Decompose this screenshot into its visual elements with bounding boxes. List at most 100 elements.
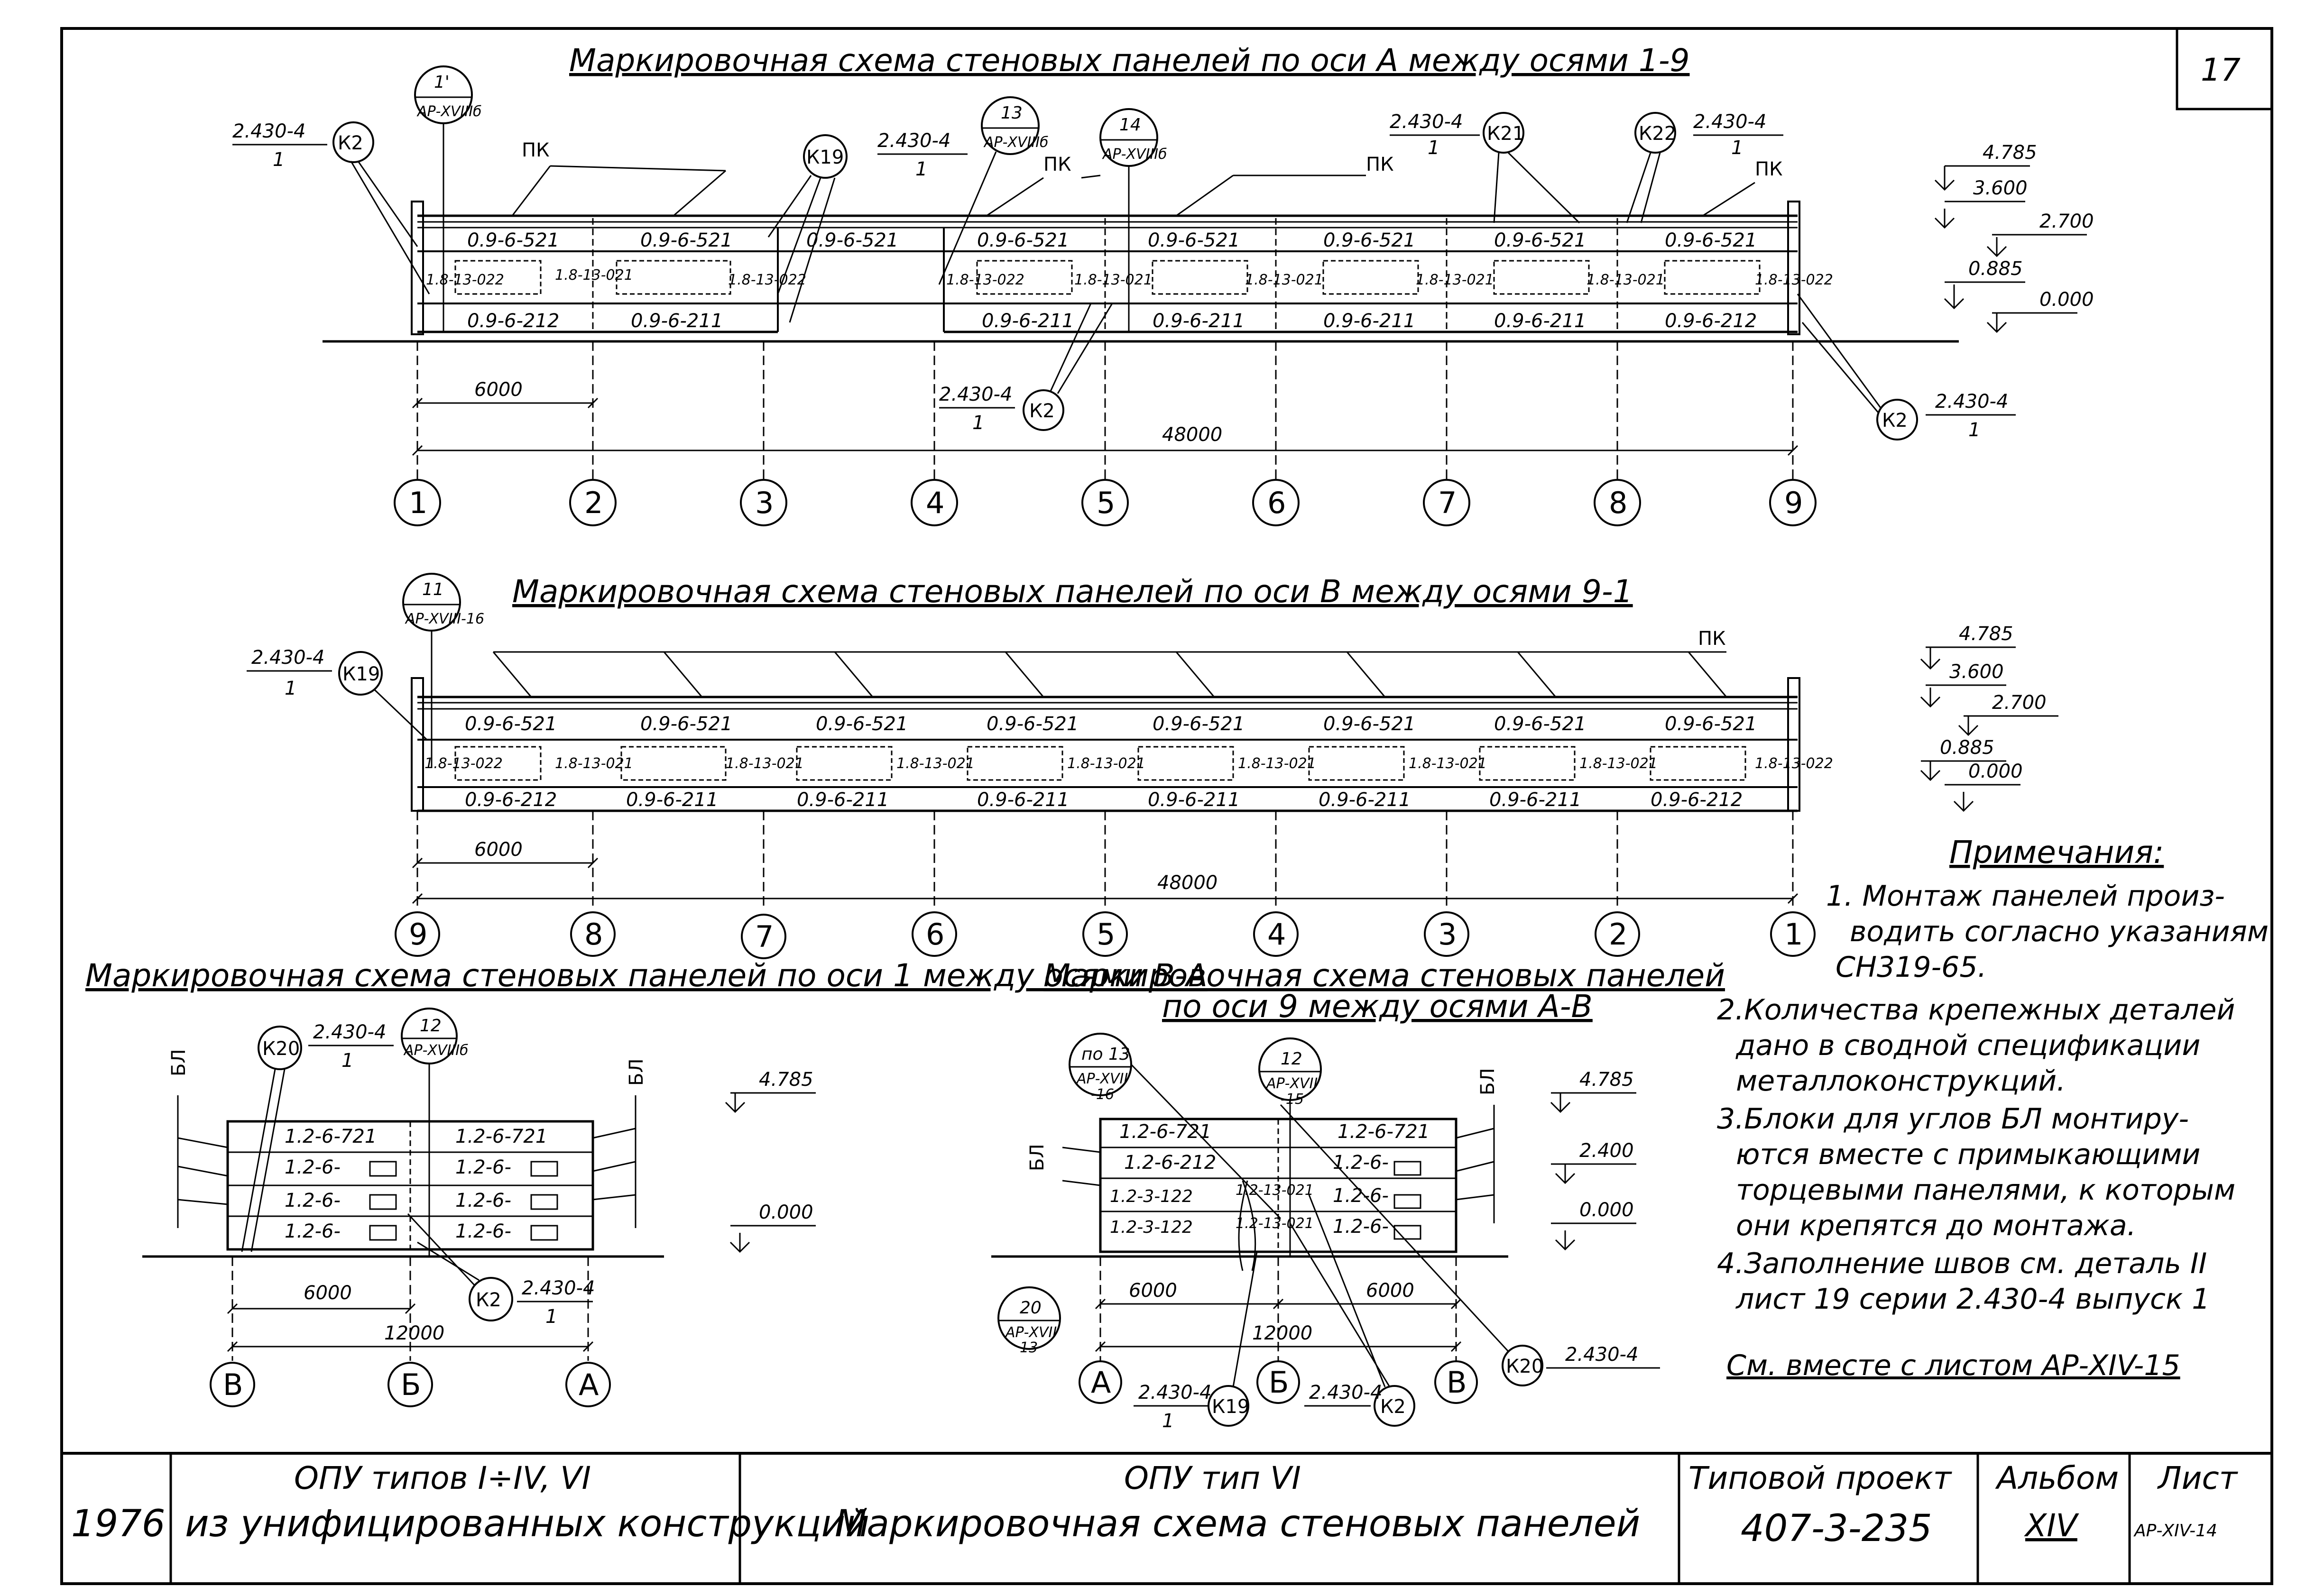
axis-bubble bbox=[1595, 911, 1640, 957]
panel-label: 1.8-13-021 bbox=[1074, 272, 1153, 288]
panel-label: 0.9-6-521 bbox=[977, 229, 1069, 251]
mid-callout-11: 11 АР-XVIII-16 bbox=[402, 573, 484, 768]
right-bl-labels: БЛ БЛ bbox=[1026, 1068, 1499, 1223]
panel-label: 0.9-6-521 bbox=[1494, 713, 1586, 735]
right-levels: 4.785 2.400 0.000 bbox=[1550, 1069, 1636, 1251]
svg-text:1: 1 bbox=[545, 1306, 557, 1328]
axis-bubble bbox=[387, 1362, 433, 1407]
dim-total: 12000 bbox=[384, 1322, 444, 1344]
axis-bubble bbox=[1770, 911, 1816, 957]
panel-label: 0.9-6-211 bbox=[1148, 789, 1240, 811]
note-line: 4.Заполнение швов см. деталь II bbox=[1717, 1247, 2207, 1280]
left-schema: Маркировочная схема стеновых панелей по … bbox=[85, 957, 1208, 1407]
tb-year: 1976 bbox=[71, 1503, 166, 1545]
svg-text:2.430-4: 2.430-4 bbox=[1390, 111, 1463, 133]
top-callout-14: 14 АР-XVIIIб bbox=[1099, 108, 1167, 332]
top-mark-k19: К19 2.430-4 1 bbox=[767, 130, 968, 323]
panel-label: 0.9-6-521 bbox=[640, 229, 732, 251]
panel-label: 0.9-6-211 bbox=[1153, 310, 1245, 332]
panel-label: 0.9-6-521 bbox=[467, 229, 559, 251]
axis-label: 8 bbox=[584, 917, 603, 952]
panel-label: 0.9-6-521 bbox=[806, 229, 898, 251]
svg-text:АР-XVIII-16: АР-XVIII-16 bbox=[405, 611, 484, 627]
axis-label: 1 bbox=[1784, 917, 1803, 952]
panel-label: 1.2-6-721 bbox=[455, 1126, 547, 1147]
svg-text:13: 13 bbox=[1020, 1339, 1038, 1356]
panel-label: 0.9-6-211 bbox=[626, 789, 718, 811]
axis-label: 4 bbox=[926, 486, 944, 520]
panel-label: 1.8-13-021 bbox=[1238, 755, 1316, 772]
top-mark-k21: 2.430-4 1 К21 bbox=[1390, 111, 1580, 224]
axis-bubble bbox=[1423, 479, 1470, 526]
axis-label: Б bbox=[401, 1367, 421, 1402]
panel-label: 0.9-6-211 bbox=[977, 789, 1069, 811]
mid-levels: 4.785 3.600 2.700 0.885 0.000 bbox=[1920, 623, 2058, 812]
svg-text:14: 14 bbox=[1119, 115, 1141, 135]
panel-label: 0.9-6-211 bbox=[1494, 310, 1586, 332]
tb-left-2: из унифицированных конструкций bbox=[185, 1503, 869, 1545]
right-schema-title-1: Маркировочная схема стеновых панелей bbox=[1043, 957, 1725, 994]
left-callout-12: 12 АР-XVIIIб bbox=[401, 1008, 469, 1257]
panel-label: 0.9-6-212 bbox=[1651, 789, 1743, 811]
axis-bubble bbox=[912, 911, 957, 957]
axis-bubble bbox=[1082, 911, 1128, 957]
svg-text:2.430-4: 2.430-4 bbox=[1693, 111, 1766, 133]
svg-text:2.430-4: 2.430-4 bbox=[1309, 1382, 1382, 1403]
note-line: торцевыми панелями, к которым bbox=[1736, 1174, 2235, 1207]
panel-label: 1.2-6-721 bbox=[1119, 1121, 1211, 1143]
svg-text:БЛ: БЛ bbox=[626, 1058, 647, 1086]
panel-label: 0.9-6-211 bbox=[1323, 310, 1415, 332]
svg-text:11: 11 bbox=[422, 580, 444, 599]
axis-label: 6 bbox=[1267, 486, 1286, 520]
svg-text:2.430-4: 2.430-4 bbox=[1935, 391, 2008, 413]
axis-label: 2 bbox=[1609, 917, 1627, 952]
axis-label: 7 bbox=[1438, 486, 1457, 520]
top-callout-13: 13 АР-XVIIIб bbox=[938, 96, 1049, 285]
notes-heading: Примечания: bbox=[1949, 834, 2164, 871]
left-levels: 4.785 0.000 bbox=[725, 1069, 816, 1253]
svg-text:2.430-4: 2.430-4 bbox=[522, 1277, 595, 1299]
panel-label: 1.2-6- bbox=[285, 1190, 341, 1211]
panel-label: 1.2-3-122 bbox=[1110, 1187, 1193, 1206]
axis-bubble bbox=[1252, 479, 1300, 526]
panel-label: 1.8-13-021 bbox=[1067, 755, 1145, 772]
panel-label: 0.9-6-521 bbox=[465, 713, 557, 735]
axis-bubble bbox=[1594, 479, 1641, 526]
panel-label: 1.8-13-022 bbox=[946, 272, 1024, 288]
svg-text:-16: -16 bbox=[1091, 1086, 1114, 1103]
sheet-number-box bbox=[2176, 27, 2273, 110]
mid-pk-label: ПК bbox=[492, 628, 1727, 697]
panel-label: 0.9-6-521 bbox=[987, 713, 1079, 735]
mid-wall-elevation bbox=[411, 677, 1800, 812]
left-panel-labels: 1.2-6-721 1.2-6-721 1.2-6- 1.2-6- 1.2-6-… bbox=[285, 1126, 547, 1242]
axis-bubble bbox=[570, 911, 616, 957]
svg-text:2.430-4: 2.430-4 bbox=[939, 384, 1012, 405]
axis-bubble bbox=[565, 1362, 611, 1407]
svg-text:АР-XVIIIб: АР-XVIIIб bbox=[416, 103, 482, 120]
svg-text:2.430-4: 2.430-4 bbox=[1565, 1344, 1638, 1366]
panel-label: 1.2-6-212 bbox=[1124, 1152, 1216, 1174]
svg-text:ПК: ПК bbox=[1043, 154, 1071, 175]
panel-label: 0.9-6-521 bbox=[1323, 229, 1415, 251]
note-line: 3.Блоки для углов БЛ монтиру- bbox=[1717, 1102, 2189, 1136]
axis-label: 9 bbox=[409, 917, 427, 952]
svg-text:АР-XVII: АР-XVII bbox=[1076, 1071, 1128, 1087]
svg-text:БЛ: БЛ bbox=[168, 1049, 190, 1076]
axis-label: А bbox=[1091, 1365, 1111, 1400]
level-mark: 2.700 bbox=[1992, 692, 2047, 714]
panel-label: 1.8-13-021 bbox=[1579, 755, 1658, 772]
left-axes: В Б А bbox=[210, 1257, 611, 1407]
panel-label: 0.9-6-521 bbox=[1494, 229, 1586, 251]
axis-label: 1 bbox=[409, 486, 427, 520]
panel-label: 0.9-6-521 bbox=[816, 713, 908, 735]
left-mark-k2: К2 2.430-4 1 bbox=[407, 1213, 595, 1328]
dim-total: 48000 bbox=[1157, 872, 1218, 894]
svg-text:БЛ: БЛ bbox=[1477, 1068, 1499, 1095]
note-line: СН319-65. bbox=[1836, 951, 1987, 984]
tb-sheet-value: АР-XIV-14 bbox=[2133, 1521, 2217, 1541]
sheet-frame bbox=[60, 27, 2273, 1585]
svg-text:ПК: ПК bbox=[1755, 158, 1782, 180]
top-schema-title: Маркировочная схема стеновых панелей по … bbox=[569, 42, 1690, 79]
right-callout-12: 12 АР-XVII -15 bbox=[1258, 1037, 1322, 1257]
